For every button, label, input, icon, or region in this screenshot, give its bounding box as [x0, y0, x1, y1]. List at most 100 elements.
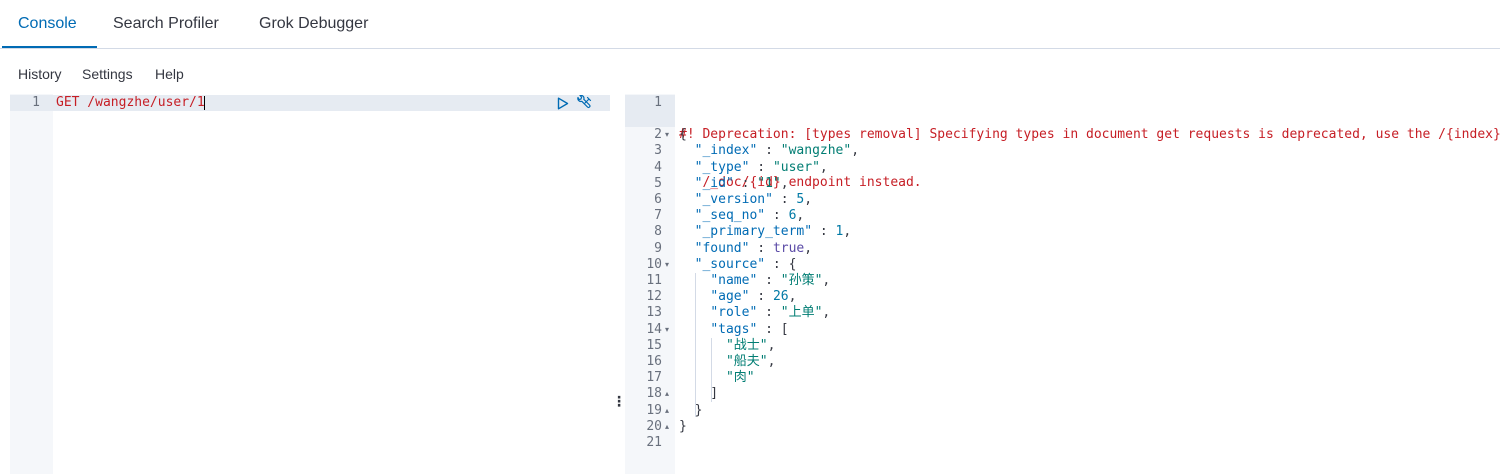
- json-string: "肉": [725, 370, 755, 386]
- json-punctuation: ]: [679, 386, 719, 402]
- json-punctuation: [679, 143, 695, 158]
- response-line-number: 6: [654, 192, 662, 207]
- settings-link[interactable]: Settings: [82, 66, 133, 82]
- indent-guide: [695, 273, 696, 417]
- json-punctuation: ,: [804, 192, 813, 207]
- deprecation-warning: #! Deprecation: [types removal] Specifyi…: [679, 95, 1500, 207]
- json-punctuation: }: [679, 418, 687, 434]
- tab-search-profiler[interactable]: Search Profiler: [113, 15, 219, 32]
- fold-arrow-down-icon[interactable]: ▾: [665, 130, 670, 140]
- json-string: "船夫": [725, 354, 768, 369]
- json-punctuation: ,: [851, 143, 860, 159]
- response-line-number: 19: [646, 402, 662, 418]
- response-line-number: 4: [654, 159, 662, 175]
- fold-arrow-up-icon[interactable]: ▴: [665, 389, 670, 399]
- json-punctuation: :: [757, 143, 781, 159]
- text-cursor: [204, 96, 205, 110]
- json-number: 26: [772, 289, 789, 305]
- deprecation-line: #! Deprecation: [types removal] Specifyi…: [679, 127, 1500, 142]
- response-line: "age" : 26,: [679, 289, 796, 305]
- response-line-number: 9: [654, 240, 662, 256]
- response-line: "tags" : [: [679, 321, 789, 338]
- json-number: 1: [835, 224, 844, 240]
- help-link[interactable]: Help: [155, 66, 184, 82]
- response-line-number: 20: [646, 418, 662, 434]
- response-line: "战士",: [679, 338, 775, 354]
- response-line-number: 21: [646, 435, 662, 450]
- json-punctuation: :: [757, 273, 781, 288]
- json-punctuation: [679, 354, 726, 369]
- request-line-number: 1: [32, 95, 40, 110]
- response-line-number: 12: [646, 289, 662, 305]
- json-punctuation: :: [733, 175, 758, 191]
- json-punctuation: ,: [767, 337, 776, 353]
- json-punctuation: [679, 370, 726, 385]
- json-punctuation: ,: [796, 208, 805, 224]
- json-number: 5: [796, 192, 805, 207]
- request-gutter: [10, 94, 53, 474]
- response-line-number: 7: [654, 208, 662, 224]
- json-string: "孙策": [780, 273, 823, 288]
- json-punctuation: }: [679, 402, 703, 418]
- active-tab-indicator: [2, 46, 97, 48]
- response-line: "船夫",: [679, 354, 775, 370]
- response-line: "_type" : "user",: [679, 160, 828, 176]
- indent-guide: [711, 338, 712, 402]
- json-key: "_seq_no": [694, 208, 766, 224]
- panel-resizer[interactable]: ⋮: [612, 393, 626, 409]
- response-active-line-highlight: [625, 95, 675, 127]
- json-key: "role": [710, 305, 758, 321]
- response-line: ]: [679, 386, 718, 402]
- deprecation-line-continued: /_doc/{id} endpoint instead.: [679, 175, 922, 190]
- response-line-number: 10: [646, 256, 662, 272]
- response-line: }: [679, 419, 687, 435]
- response-line-number: 14: [646, 321, 662, 337]
- response-line-number: 13: [646, 305, 662, 321]
- json-punctuation: ,: [819, 159, 828, 175]
- json-punctuation: ,: [780, 175, 789, 191]
- json-key: "_index": [694, 143, 758, 159]
- json-key: "_type": [694, 159, 750, 175]
- response-line-number: 16: [646, 354, 662, 369]
- json-key: "found": [694, 240, 750, 256]
- json-string: "上单": [780, 305, 823, 321]
- play-icon[interactable]: [557, 97, 569, 110]
- json-number: 6: [788, 208, 797, 224]
- fold-arrow-down-icon[interactable]: ▾: [665, 324, 670, 334]
- json-punctuation: [679, 176, 695, 191]
- request-editor[interactable]: [53, 94, 610, 474]
- fold-arrow-up-icon[interactable]: ▴: [665, 421, 670, 431]
- response-line-number: 11: [646, 273, 662, 288]
- json-punctuation: :: [749, 289, 773, 305]
- json-punctuation: : [: [757, 321, 789, 337]
- response-line: "name" : "孙策",: [679, 273, 830, 289]
- json-key: "name": [710, 273, 758, 288]
- response-line-number: 17: [646, 370, 662, 386]
- response-line: "_primary_term" : 1,: [679, 224, 852, 240]
- json-boolean: true: [772, 240, 805, 256]
- tab-grok-debugger[interactable]: Grok Debugger: [259, 15, 369, 32]
- fold-arrow-down-icon[interactable]: ▾: [665, 259, 670, 269]
- tab-console[interactable]: Console: [18, 15, 77, 32]
- json-punctuation: [679, 224, 695, 239]
- response-line-number: 1: [654, 95, 662, 110]
- json-punctuation: ,: [843, 224, 852, 240]
- json-key: "_source": [694, 256, 766, 272]
- response-line-number: 15: [646, 337, 662, 353]
- response-line: "_id" : "1",: [679, 176, 789, 192]
- active-line-highlight: [10, 95, 610, 111]
- response-line: {: [679, 127, 687, 143]
- json-key: "_version": [694, 192, 773, 207]
- response-line-number: 2: [654, 127, 662, 143]
- wrench-icon[interactable]: [575, 95, 593, 111]
- request-line[interactable]: GET /wangzhe/user/1: [56, 95, 205, 110]
- fold-arrow-up-icon[interactable]: ▴: [665, 405, 670, 415]
- response-line-number: 18: [646, 386, 662, 402]
- json-punctuation: [679, 208, 695, 223]
- response-line: "_index" : "wangzhe",: [679, 143, 859, 159]
- json-punctuation: ,: [767, 354, 776, 369]
- json-string: "战士": [725, 337, 768, 353]
- json-punctuation: :: [772, 192, 797, 207]
- response-line-number: 3: [654, 143, 662, 159]
- history-link[interactable]: History: [18, 66, 62, 82]
